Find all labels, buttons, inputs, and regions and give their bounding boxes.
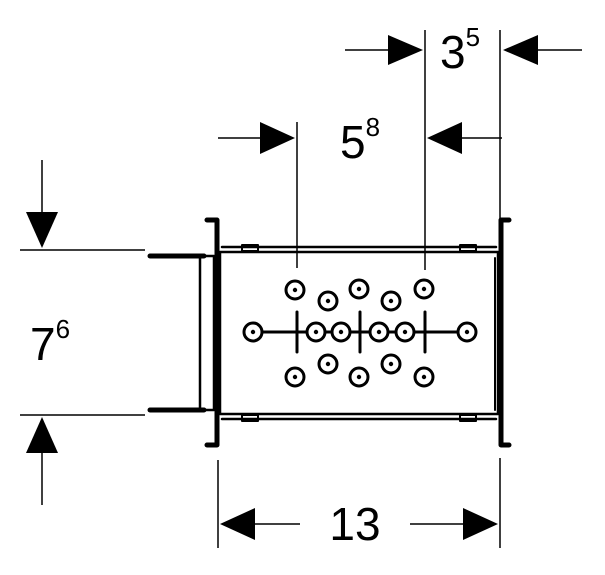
left-plate [198, 254, 216, 412]
hole-pattern [242, 278, 478, 388]
dimension-top-right [345, 30, 582, 270]
tab [241, 244, 259, 252]
hole-centers [250, 286, 470, 380]
arrowhead [260, 122, 295, 154]
dimension-label-top-right: 35 [440, 22, 480, 78]
tab [459, 244, 477, 252]
dimension-label-top-middle: 58 [340, 112, 380, 168]
arrowhead [26, 212, 58, 248]
dimension-top-middle [218, 122, 502, 268]
arrowhead [388, 35, 423, 65]
tab [459, 414, 477, 422]
arrowhead [503, 35, 538, 65]
mounting-plate [147, 217, 512, 448]
dimension-left [20, 160, 145, 505]
arrowhead [26, 417, 58, 453]
arrowhead [463, 508, 498, 540]
arrowhead [427, 122, 462, 154]
dimension-label-bottom: 13 [329, 498, 380, 550]
arrowhead [220, 508, 255, 540]
right-bracket [498, 217, 512, 448]
left-bracket [204, 217, 220, 448]
dimension-bottom [217, 458, 501, 548]
dimension-label-left: 76 [30, 314, 70, 370]
tab [241, 414, 259, 422]
plate-body [218, 250, 500, 416]
